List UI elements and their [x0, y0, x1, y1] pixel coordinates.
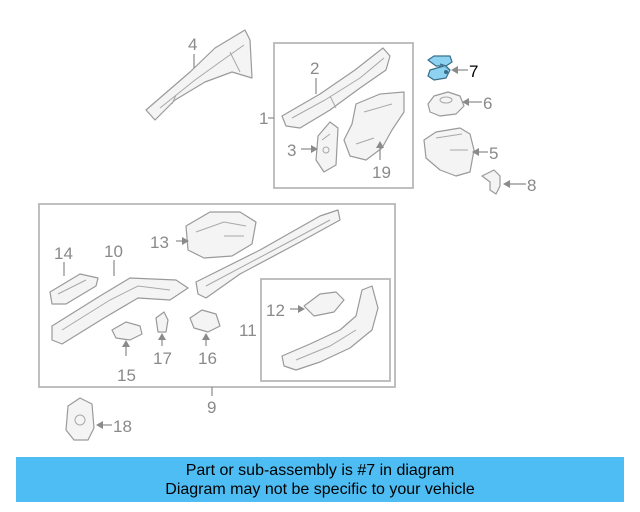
part-11-panel — [281, 285, 379, 371]
group-box-1 — [273, 42, 414, 189]
callout-16: 16 — [198, 349, 217, 368]
part-4-pillar — [145, 29, 253, 121]
part-2-rail — [281, 47, 391, 129]
part-17-clip — [155, 311, 169, 333]
callout-18: 18 — [113, 417, 132, 436]
parts-diagram: 4 2 1 3 19 7 6 — [38, 29, 536, 441]
part-16-pad — [189, 309, 221, 333]
callout-4: 4 — [188, 35, 197, 54]
callout-10: 10 — [104, 242, 123, 261]
callout-2: 2 — [310, 59, 319, 78]
part-8-clip — [481, 169, 501, 195]
callout-12: 12 — [266, 301, 285, 320]
callout-9: 9 — [207, 398, 216, 417]
info-banner: Part or sub-assembly is #7 in diagram Di… — [16, 457, 624, 502]
callout-5: 5 — [489, 144, 498, 163]
part-18-plate — [65, 397, 95, 441]
part-15-mount — [111, 321, 143, 341]
part-6-mount — [427, 91, 465, 117]
callout-19: 19 — [372, 163, 391, 182]
callout-7: 7 — [469, 62, 478, 81]
callout-8: 8 — [527, 176, 536, 195]
callout-15: 15 — [117, 366, 136, 385]
part-rail-long — [195, 209, 341, 299]
callout-14: 14 — [54, 244, 73, 263]
group-box-9 — [38, 203, 396, 388]
callout-13: 13 — [150, 233, 169, 252]
part-19-panel — [343, 91, 405, 161]
part-5-tower — [423, 127, 475, 177]
callout-17: 17 — [153, 349, 172, 368]
banner-line-1: Part or sub-assembly is #7 in diagram — [185, 462, 455, 479]
callout-1: 1 — [259, 109, 268, 128]
part-14-bracket — [49, 273, 99, 305]
part-12-bracket — [303, 291, 345, 317]
part-10-frame — [51, 277, 189, 345]
group-box-11 — [260, 278, 391, 382]
callout-6: 6 — [483, 94, 492, 113]
part-7-highlighted — [427, 55, 453, 81]
callout-11: 11 — [239, 321, 257, 340]
banner-line-2: Diagram may not be specific to your vehi… — [165, 481, 475, 498]
callout-3: 3 — [287, 141, 296, 160]
part-13-block — [185, 211, 257, 259]
part-3-bracket — [315, 121, 339, 173]
